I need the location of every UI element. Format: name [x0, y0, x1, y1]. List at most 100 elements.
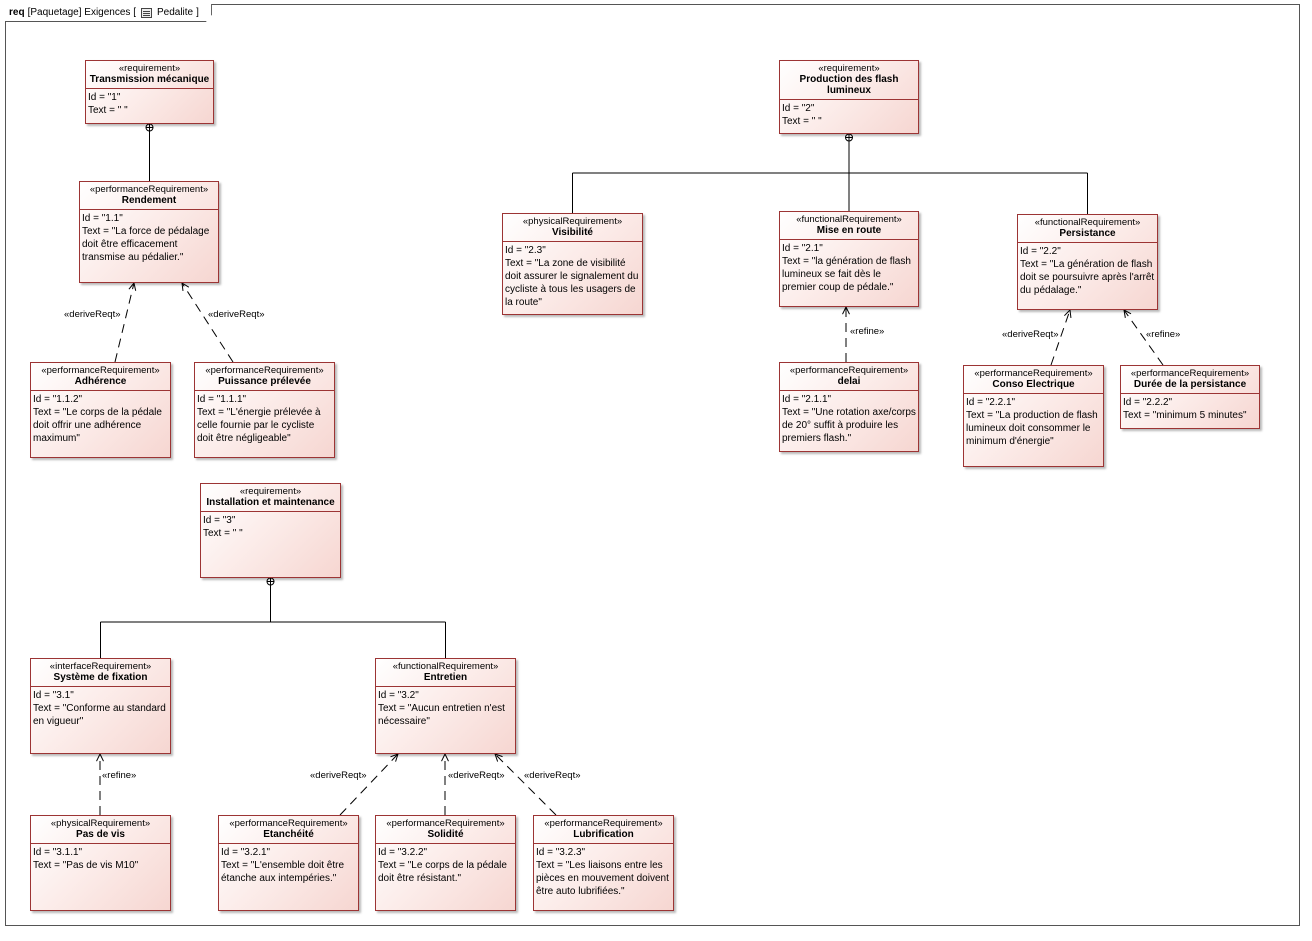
requirement-id: Id = "2.2.2" [1123, 397, 1173, 408]
requirement-text: Text = "La génération de flash doit se p… [1020, 259, 1157, 296]
requirement-name: Etanchéité [263, 829, 314, 840]
deriveReqt-label: «deriveReqt» [208, 309, 265, 320]
requirement-stereotype: «performanceRequirement» [89, 184, 209, 195]
deriveReqt-line [1050, 309, 1071, 366]
requirement-properties: Id = "3.2.3" Text = "Les liaisons entre l… [534, 844, 673, 900]
requirement-stereotype: «performanceRequirement» [974, 368, 1093, 379]
requirement-id: Id = "3.1" [33, 690, 74, 701]
refine-label: «refine» [850, 326, 885, 337]
requirement-properties: Id = "3.2"Text = "Aucun entretien n'est … [376, 687, 515, 730]
dependency-arrowhead [181, 282, 184, 292]
requirement-stereotype: «performanceRequirement» [386, 818, 505, 829]
requirement-r221[interactable]: «performanceRequirement»Conso Electrique… [963, 365, 1104, 467]
requirement-header: «requirement»Transmission mécanique [86, 61, 213, 89]
dependency-arrowhead [133, 282, 137, 291]
requirement-id: Id = "2.1.1" [782, 394, 832, 405]
requirement-name: Puissance prélevée [218, 376, 311, 387]
requirement-properties: Id = "1.1.2"Text = "Le corps de la pédal… [31, 391, 170, 447]
requirement-stereotype: «functionalRequirement» [796, 214, 902, 225]
requirement-header: «physicalRequirement»Pas de vis [31, 816, 170, 844]
requirement-r3[interactable]: «requirement»Installation et maintenance… [200, 483, 341, 578]
dependency-arrowhead [181, 282, 190, 288]
requirement-r311[interactable]: «physicalRequirement»Pas de vis Id = "3.1… [30, 815, 171, 911]
requirement-r111[interactable]: «performanceRequirement»Puissance prélev… [194, 362, 335, 458]
requirement-r31[interactable]: «interfaceRequirement»Système de fixatio… [30, 658, 171, 754]
requirement-text: Text = " " [88, 105, 128, 116]
requirement-stereotype: «performanceRequirement» [1130, 368, 1250, 379]
refine-line [1123, 309, 1164, 366]
dependency-arrowhead [1064, 309, 1071, 317]
requirement-r222[interactable]: «performanceRequirement»Durée de la pers… [1120, 365, 1260, 429]
requirement-id: Id = "2" [782, 103, 815, 114]
diagram-kind: req [9, 7, 25, 18]
dependency-arrowhead [1123, 309, 1132, 315]
requirement-name: Durée de la persistance [1133, 379, 1247, 390]
requirement-id: Id = "3.1.1" [33, 847, 83, 858]
requirement-properties: Id = "2.1.1"Text = "Une rotation axe/cor… [780, 391, 918, 447]
dependency-arrowhead [441, 753, 446, 762]
requirement-stereotype: «performanceRequirement» [205, 365, 324, 376]
requirement-text: Text = "Les liaisons entre les pièces en… [536, 860, 672, 897]
requirement-properties: Id = "2.2.1"Text = "La production de fla… [964, 394, 1103, 450]
diagram-header-tab[interactable]: req [Paquetage] Exigences [ Pedalite ] [5, 4, 212, 22]
requirement-header: «requirement»Installation et maintenance [201, 484, 340, 512]
requirement-id: Id = "3.2.3" [536, 847, 586, 858]
requirement-name: Solidité [427, 829, 464, 840]
requirement-header: «interfaceRequirement»Système de fixatio… [31, 659, 170, 687]
dependency-arrowhead [128, 282, 135, 290]
requirement-text: Text = "Le corps de la pédale doit être … [378, 860, 510, 884]
requirement-id: Id = "2.2.1" [966, 397, 1016, 408]
deriveReqt-label: «deriveReqt» [524, 770, 581, 781]
requirement-stereotype: «functionalRequirement» [392, 661, 499, 672]
requirement-id: Id = "3.2.1" [221, 847, 271, 858]
requirement-header: «performanceRequirement»Lubrification [534, 816, 673, 844]
requirement-name: Adhérence [74, 376, 127, 387]
requirement-properties: Id = "3"Text = " " [201, 512, 340, 542]
dependency-arrowhead [494, 753, 499, 762]
requirement-properties: Id = "3.2.2"Text = "Le corps de la pédal… [376, 844, 515, 887]
dependency-arrowhead [99, 753, 104, 762]
requirement-r321[interactable]: «performanceRequirement»Etanchéité Id = "… [218, 815, 359, 911]
requirement-header: «performanceRequirement»Rendement [80, 182, 218, 210]
requirement-stereotype: «physicalRequirement» [522, 216, 623, 227]
requirement-stereotype: «performanceRequirement» [544, 818, 663, 829]
requirement-text: Text = "L'ensemble doit être étanche aux… [221, 860, 347, 884]
requirement-text: Text = "L'énergie prélevée à celle fourn… [197, 407, 324, 444]
requirement-name: Pas de vis [76, 829, 125, 840]
requirement-r2[interactable]: «requirement»Production des flash lumine… [779, 60, 919, 134]
requirement-stereotype: «requirement» [239, 486, 302, 497]
requirement-name: Mise en route [816, 225, 882, 236]
requirement-properties: Id = "2.1"Text = "la génération de flash… [780, 240, 918, 296]
requirement-name: Persistance [1059, 228, 1116, 239]
diagram-title-close: ] [196, 7, 199, 18]
requirement-properties: Id = "3.1"Text = "Conforme au standard e… [31, 687, 170, 730]
requirement-name: Visibilité [552, 227, 593, 238]
dependency-arrowhead [444, 753, 449, 762]
requirement-properties: Id = "1"Text = " " [86, 89, 213, 119]
requirement-r23[interactable]: «physicalRequirement»Visibilité Id = "2.3… [502, 213, 643, 315]
requirement-name: Lubrification [573, 829, 634, 840]
dependency-arrowhead [1123, 309, 1126, 318]
requirement-r21[interactable]: «functionalRequirement»Mise en route Id =… [779, 211, 919, 307]
requirement-name: delai [837, 376, 861, 387]
requirement-properties: Id = "2.3"Text = "La zone de visibilité … [503, 242, 642, 311]
requirement-text: Text = "la génération de flash lumineux … [782, 256, 914, 293]
requirement-r322[interactable]: «performanceRequirement»Solidité Id = "3.… [375, 815, 516, 911]
diagram-element-name: Pedalite [156, 7, 194, 18]
dependency-arrowhead [395, 753, 399, 762]
requirement-properties: Id = "2.2" Text = "La génération de flash… [1018, 243, 1157, 299]
deriveReqt-line [339, 753, 399, 816]
requirement-stereotype: «performanceRequirement» [229, 818, 348, 829]
requirement-id: Id = "1.1.2" [33, 394, 83, 405]
requirement-properties: Id = "2.2.2"Text = "minimum 5 minutes" [1121, 394, 1259, 424]
requirement-id: Id = "2.2" [1020, 246, 1061, 257]
requirement-header: «functionalRequirement»Persistance [1018, 215, 1157, 243]
